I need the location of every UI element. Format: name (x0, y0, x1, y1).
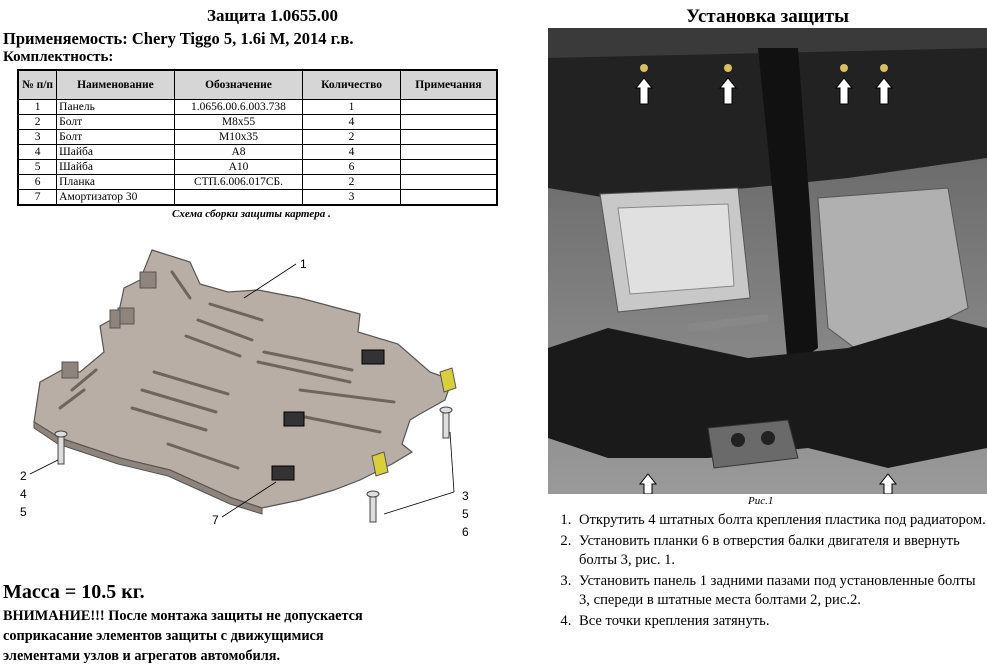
cell-name: Шайба (56, 159, 175, 175)
cell-name: Болт (56, 129, 175, 145)
cell-number: 5 (17, 159, 58, 175)
scheme-caption: Схема сборки защиты картера . (172, 208, 331, 220)
cell-designation (173, 189, 304, 206)
table-header-row: № п/п Наименование Обозначение Количеств… (17, 69, 498, 100)
cell-name: Планка (56, 174, 175, 190)
cell-number: 6 (17, 174, 58, 190)
mass-label: Масса = 10.5 кг. (3, 581, 145, 603)
cell-name: Панель (56, 99, 175, 115)
warning-line: соприкасание элементов защиты с движущим… (3, 628, 324, 644)
installation-photo (548, 28, 987, 494)
warning-line: элементами узлов и агрегатов автомобиля. (3, 648, 281, 664)
cell-quantity: 4 (302, 144, 401, 160)
list-item: Установить панель 1 задними пазами под у… (575, 572, 987, 610)
callout-7: 7 (212, 513, 219, 527)
callout-5-right: 5 (462, 507, 469, 521)
arrow-markers (634, 77, 898, 494)
cell-name: Болт (56, 114, 175, 130)
col-header-designation: Обозначение (173, 69, 304, 100)
figure-caption: Рис.1 (748, 495, 774, 507)
cell-notes (399, 144, 498, 160)
list-item: Все точки крепления затянуть. (575, 612, 987, 631)
cell-notes (399, 189, 498, 206)
underbody-photo-illustration (548, 28, 987, 494)
cell-number: 7 (17, 189, 58, 206)
bolts (54, 406, 453, 523)
cell-quantity: 2 (302, 129, 401, 145)
cell-notes (399, 99, 498, 115)
installation-title: Установка защиты (686, 6, 849, 27)
document-title: Защита 1.0655.00 (207, 6, 338, 25)
cell-notes (399, 159, 498, 175)
cell-quantity: 4 (302, 114, 401, 130)
callout-2: 2 (20, 469, 27, 483)
cell-name: Амортизатор 30 (56, 189, 175, 206)
cell-quantity: 3 (302, 189, 401, 206)
parts-table: № п/п Наименование Обозначение Количеств… (17, 69, 498, 206)
col-header-name: Наименование (56, 69, 175, 100)
bolt-points (640, 64, 888, 72)
list-item: Открутить 4 штатных болта крепления плас… (575, 511, 987, 530)
cell-quantity: 1 (302, 99, 401, 115)
cell-number: 1 (17, 99, 58, 115)
callout-5-left: 5 (20, 505, 27, 519)
warning-text: ВНИМАНИЕ!!! После монтажа защиты не допу… (3, 606, 543, 666)
callout-6: 6 (462, 525, 469, 539)
list-item: Установить планки 6 в отверстия балки дв… (575, 532, 987, 570)
cell-designation: М10х35 (173, 129, 304, 145)
kit-label: Комплектность: (3, 49, 114, 65)
warning-line: ВНИМАНИЕ!!! После монтажа защиты не допу… (3, 608, 363, 624)
cell-number: 4 (17, 144, 58, 160)
cell-quantity: 2 (302, 174, 401, 190)
damper-mounts (271, 349, 385, 481)
cell-designation: А10 (173, 159, 304, 175)
cell-designation: А8 (173, 144, 304, 160)
col-header-quantity: Количество (302, 69, 401, 100)
callout-3: 3 (462, 489, 469, 503)
cell-quantity: 6 (302, 159, 401, 175)
leader-lines (29, 263, 455, 518)
cell-designation: СТП.6.006.017СБ. (173, 174, 304, 190)
cell-notes (399, 114, 498, 130)
cell-notes (399, 174, 498, 190)
cell-designation: М8х55 (173, 114, 304, 130)
cell-name: Шайба (56, 144, 175, 160)
skid-plate-panel (33, 249, 453, 515)
col-header-number: № п/п (17, 69, 58, 100)
cell-number: 3 (17, 129, 58, 145)
applicability-line: Применяемость: Chery Tiggo 5, 1.6i M, 20… (3, 29, 354, 48)
installation-steps: Открутить 4 штатных болта крепления плас… (548, 511, 987, 633)
cell-designation: 1.0656.00.6.003.738 (173, 99, 304, 115)
callout-4: 4 (20, 487, 27, 501)
cell-number: 2 (17, 114, 58, 130)
mounting-brackets (371, 367, 457, 477)
cell-notes (399, 129, 498, 145)
callout-1: 1 (300, 257, 307, 271)
col-header-notes: Примечания (399, 69, 498, 100)
assembly-drawing: 1 2 4 5 7 3 5 6 (20, 249, 469, 539)
